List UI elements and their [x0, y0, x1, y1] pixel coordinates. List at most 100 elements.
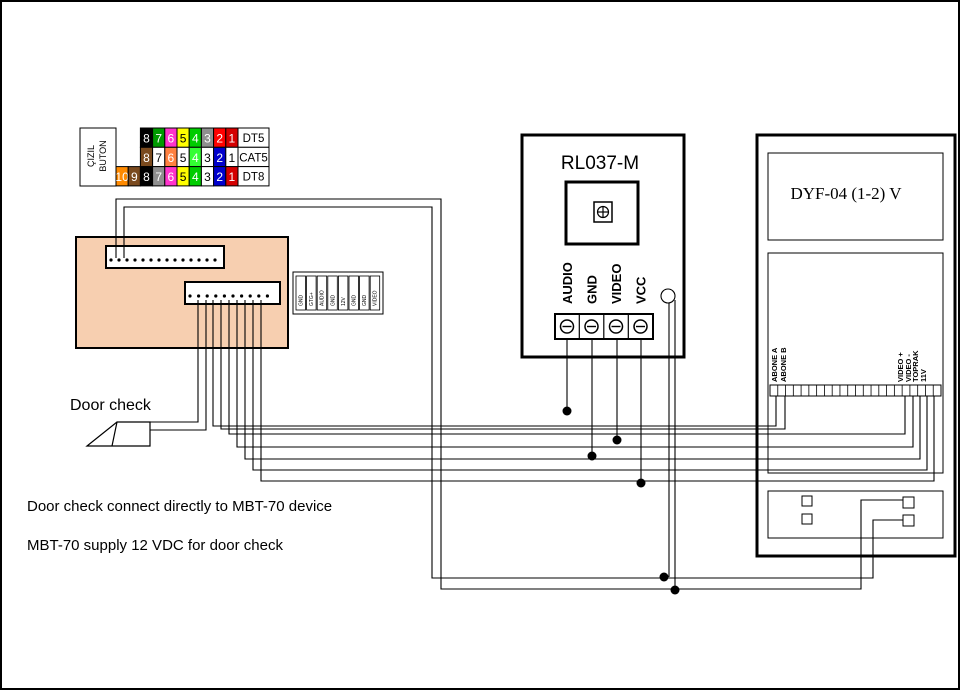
pin-dot — [188, 294, 192, 298]
table-cell-number: 7 — [155, 170, 162, 184]
dyf-terminal-label: ABONE A — [770, 347, 779, 382]
pin-dot — [265, 294, 269, 298]
dyf-title: DYF-04 (1-2) V — [790, 184, 902, 203]
side-label-box — [79, 127, 117, 187]
table-cell-number: 7 — [155, 151, 162, 165]
door-check-body — [85, 421, 151, 447]
screw-icon — [596, 205, 610, 219]
terminal-label: AUDIO — [560, 262, 575, 304]
pin-dot — [205, 294, 209, 298]
table-cell-number: 1 — [229, 151, 236, 165]
pin-label: 12V — [341, 296, 347, 306]
pin-label: GND — [352, 295, 358, 307]
pin-label-cell — [295, 275, 306, 311]
table-cell-number: 3 — [204, 151, 211, 165]
pin-label-cell — [369, 275, 381, 311]
pin-dot — [133, 258, 137, 262]
table-cell-number: 7 — [155, 132, 162, 146]
pin-dot — [197, 258, 201, 262]
button-square-3 — [902, 496, 915, 509]
table-cell-number: 9 — [131, 170, 138, 184]
pin-label: AUDIO — [320, 290, 326, 306]
table-cell-number: 3 — [204, 132, 211, 146]
table-row-name: DT5 — [243, 133, 265, 145]
pin-dot — [149, 258, 153, 262]
cable-connector-pins — [188, 294, 269, 298]
pin-dot — [157, 258, 161, 262]
pin-dot — [222, 294, 226, 298]
table-cell-number: 4 — [192, 132, 199, 146]
terminal-label: VCC — [634, 276, 649, 304]
table-cell-number: 2 — [216, 132, 223, 146]
pin-label-cell — [337, 275, 349, 311]
door-check: Door check — [70, 397, 152, 447]
button-square-4 — [902, 514, 915, 527]
dyf-terminal-label: TOPRAK — [911, 350, 920, 382]
table-row-name: DT8 — [243, 172, 265, 184]
pin-dot — [109, 258, 113, 262]
table-cell-number: 3 — [204, 170, 211, 184]
pin-dot — [141, 258, 145, 262]
table-cell-number: 4 — [192, 151, 199, 165]
pin-dot — [240, 294, 244, 298]
table-cell-number: 6 — [168, 170, 175, 184]
table-cell-number: 6 — [168, 151, 175, 165]
dyf-display — [767, 152, 944, 241]
button-square-2 — [801, 513, 813, 525]
table-cell-number: 5 — [180, 170, 187, 184]
pin-label: GND — [299, 295, 305, 307]
table-row-name: CAT5 — [239, 152, 268, 164]
mbt-70-device — [75, 236, 289, 349]
table-row-name-cell — [237, 166, 270, 187]
terminal-label: GND — [585, 275, 600, 304]
pin-dot — [231, 294, 235, 298]
pin-label: GND — [362, 295, 368, 307]
rl037-module: RL037-M AUDIO GND VIDEO VCC — [520, 133, 686, 359]
rl037-terminal-block: AUDIO GND VIDEO VCC — [554, 262, 654, 340]
junction-dots — [562, 406, 680, 595]
pin-dot — [165, 258, 169, 262]
pin-label: GND — [330, 295, 336, 307]
rl037-title: RL037-M — [561, 153, 639, 174]
table-cell-number: 1 — [229, 170, 236, 184]
pin-dot — [205, 258, 209, 262]
pin-dot — [181, 258, 185, 262]
table-cell-number: 6 — [168, 132, 175, 146]
button-connector — [105, 245, 225, 269]
pin-dot — [173, 258, 177, 262]
table-cell-number: 10 — [115, 170, 129, 184]
pin-dot — [197, 294, 201, 298]
table-cell-number: 2 — [216, 151, 223, 165]
terminal-label: VIDEO — [609, 264, 624, 304]
side-label-1: ÇIZIL — [86, 145, 96, 167]
dyf-terminal-label: VIDEO - — [904, 354, 913, 382]
dyf-button-panel — [767, 490, 944, 539]
pin-dot — [213, 258, 217, 262]
table-cell-number: 2 — [216, 170, 223, 184]
table-cell-number: 8 — [143, 170, 150, 184]
pin-dot — [248, 294, 252, 298]
pin-label-cell — [348, 275, 359, 311]
cable-connector — [184, 281, 281, 305]
dyf-terminal-label: ABONE B — [779, 347, 788, 382]
button-connector-pins — [109, 258, 217, 262]
table-cell-number: 5 — [180, 132, 187, 146]
pin-label-cell — [327, 275, 338, 311]
dyf-board — [767, 252, 944, 474]
pin-dot — [117, 258, 121, 262]
note-line-1: Door check connect directly to MBT-70 de… — [27, 498, 332, 515]
button-square-1 — [801, 495, 813, 507]
dyf-terminal-label: 11V — [919, 369, 928, 382]
pin-dot — [214, 294, 218, 298]
pin-dot — [257, 294, 261, 298]
pin-dot — [189, 258, 193, 262]
pin-label-cell — [306, 275, 317, 311]
pin-label-cell — [359, 275, 370, 311]
door-check-label: Door check — [70, 397, 152, 414]
dyf-terminal-label: VIDEO + — [896, 352, 905, 382]
